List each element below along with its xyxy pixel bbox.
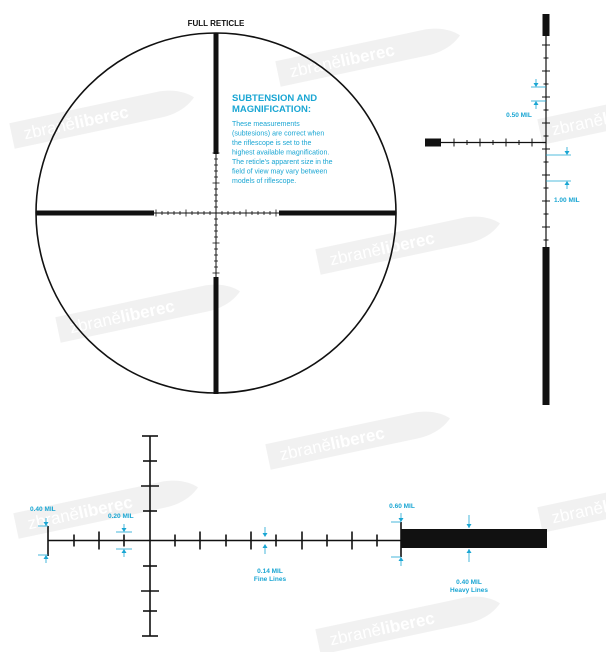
dimension-100-mil: 1.00 MIL: [546, 147, 580, 204]
note-body-line: highest available magnification.: [232, 150, 329, 157]
dimension-040-mil-heavy: 0.40 MIL Heavy Lines: [450, 515, 488, 594]
vertical-detail: 0.50 MIL 1.00 MIL: [425, 14, 580, 405]
full-reticle-hashmarks: [155, 152, 277, 274]
note-body-line: These measurements: [232, 121, 300, 128]
dimension-020-mil: 0.20 MIL: [108, 513, 134, 557]
dimension-040-mil-end: 0.40 MIL: [30, 506, 56, 563]
svg-text:zbraněliberec: zbraněliberec: [550, 486, 606, 527]
note-body-line: The reticle's apparent size in the: [232, 159, 333, 166]
svg-text:zbraněliberec: zbraněliberec: [278, 423, 386, 464]
svg-text:zbraněliberec: zbraněliberec: [288, 40, 396, 81]
svg-text:zbraněliberec: zbraněliberec: [68, 296, 176, 337]
left-post: [36, 210, 154, 216]
right-post: [279, 210, 396, 216]
subtension-note: SUBTENSION AND MAGNIFICATION: These meas…: [232, 93, 333, 185]
full-reticle-title: FULL RETICLE: [188, 19, 245, 28]
note-heading-line: SUBTENSION AND: [232, 93, 317, 104]
note-body-line: (subtesions) are correct when: [232, 131, 324, 138]
horizontal-detail: 0.40 MIL 0.20 MIL 0.14 MIL Fine Lines: [30, 435, 547, 637]
vertical-hashmarks: [453, 44, 550, 241]
dimension-label: 0.60 MIL: [389, 503, 415, 510]
dimension-label: 0.40 MIL: [456, 579, 482, 586]
left-stub-post: [425, 138, 441, 147]
watermark: zbraněliberec: [315, 596, 500, 652]
watermark: zbraněliberec: [315, 216, 500, 275]
dimension-sublabel: Fine Lines: [254, 576, 287, 583]
dimension-sublabel: Heavy Lines: [450, 587, 488, 594]
dimension-060-mil: 0.60 MIL: [389, 503, 415, 566]
vertical-bottom-post: [542, 247, 550, 405]
dimension-label: 0.14 MIL: [257, 568, 283, 575]
full-reticle: FULL RETICLE SUBTENSION AND MAGNIFICATIO…: [35, 19, 397, 394]
watermark: zbraněliberec: [265, 411, 450, 470]
dimension-label: 0.50 MIL: [506, 112, 532, 119]
svg-text:zbraněliberec: zbraněliberec: [550, 98, 606, 139]
top-post: [213, 33, 219, 154]
note-body-line: the riflescope is set to the: [232, 140, 311, 147]
note-body-line: models of riflescope.: [232, 178, 296, 185]
note-heading-line: MAGNIFICATION:: [232, 104, 311, 115]
watermark: zbraněliberec: [9, 90, 194, 149]
dimension-label: 0.40 MIL: [30, 506, 56, 513]
watermark: zbraněliberec: [537, 86, 606, 145]
dimension-label: 0.20 MIL: [108, 513, 134, 520]
dimension-050-mil: 0.50 MIL: [506, 79, 546, 119]
watermark: zbraněliberec: [13, 480, 198, 539]
bottom-post: [213, 277, 219, 394]
dimension-014-mil: 0.14 MIL Fine Lines: [254, 527, 287, 583]
svg-text:zbraněliberec: zbraněliberec: [328, 228, 436, 269]
vertical-top-post: [542, 14, 550, 36]
dimension-label: 1.00 MIL: [554, 197, 580, 204]
svg-text:zbraněliberec: zbraněliberec: [22, 102, 130, 143]
heavy-post: [401, 529, 547, 548]
note-body-line: field of view may vary between: [232, 169, 327, 176]
horizontal-hashmarks: [73, 460, 378, 612]
svg-text:zbraněliberec: zbraněliberec: [328, 608, 436, 649]
watermark: zbraněliberec: [537, 474, 606, 533]
watermark: zbraněliberec: [275, 28, 460, 87]
